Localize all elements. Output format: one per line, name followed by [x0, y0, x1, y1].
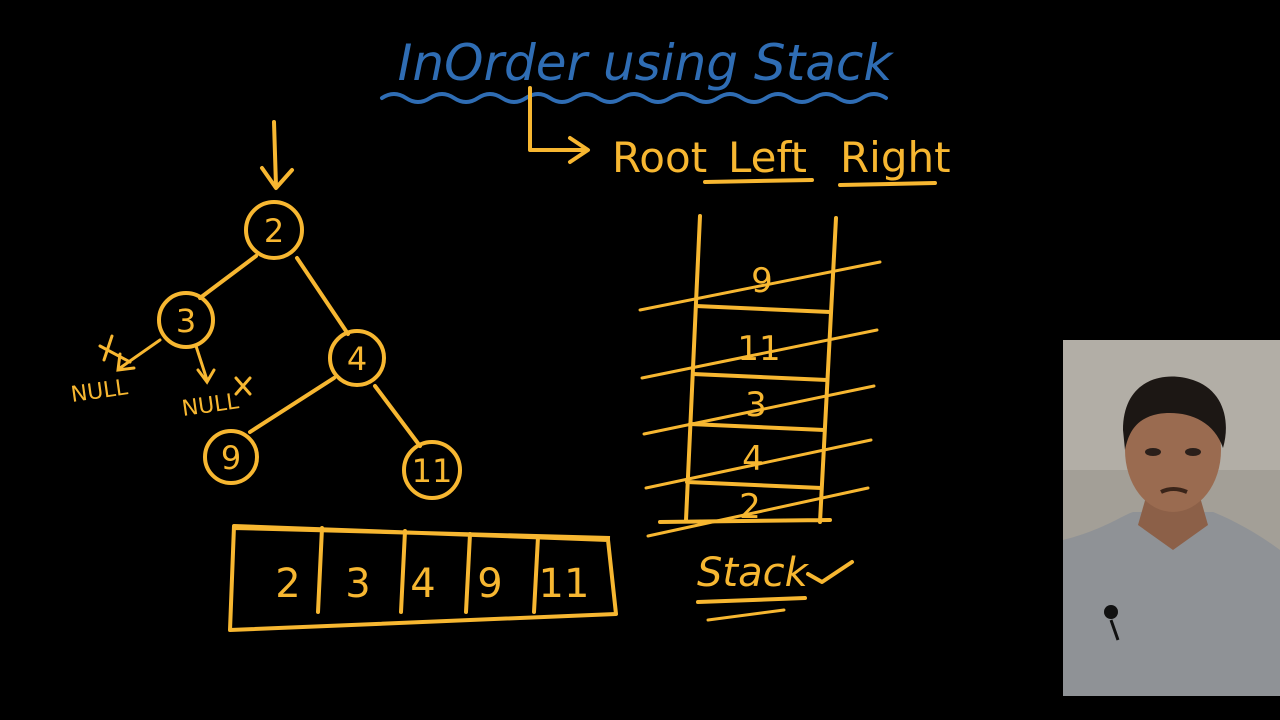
array-divider — [464, 532, 472, 614]
stack-item-strike — [646, 486, 870, 538]
array-cell-value: 3 — [345, 561, 370, 607]
node-value-left: 3 — [176, 302, 196, 340]
left-underline — [703, 178, 814, 184]
stack-divider — [691, 372, 829, 382]
tree-node-right-right: 11 — [402, 440, 462, 500]
array-cell-value: 2 — [275, 561, 300, 607]
stack-item-value: 9 — [751, 261, 773, 301]
tree-node-left: 3 — [157, 291, 215, 349]
stack-item-value: 4 — [742, 439, 764, 479]
stack-item-strike — [644, 438, 873, 490]
tree-node-root: 2 — [244, 200, 304, 260]
node-value-right-right: 11 — [412, 452, 453, 490]
tree-node-right: 4 — [328, 329, 386, 387]
node-value-right-left: 9 — [221, 439, 241, 477]
node-value-right: 4 — [347, 340, 367, 378]
stack-item-strike — [642, 384, 876, 436]
stack-item-value: 3 — [745, 385, 767, 425]
right-underline — [838, 181, 937, 187]
stack-divider — [688, 422, 826, 432]
stack-divider — [685, 480, 823, 490]
presenter-webcam — [1063, 340, 1280, 696]
stack-item-strike — [638, 260, 882, 312]
array-divider — [399, 529, 407, 614]
stack-underline-1 — [696, 596, 807, 604]
presenter-icon — [1063, 340, 1280, 696]
tree-node-right-left: 9 — [203, 429, 259, 485]
stack-item-value: 2 — [739, 487, 761, 527]
order-right-text: Right — [840, 133, 951, 182]
stack-label: Stack — [697, 550, 810, 596]
node-value-root: 2 — [264, 212, 284, 250]
order-root-text: Root — [612, 133, 707, 182]
null-pointers — [98, 334, 216, 385]
array-cell-value: 9 — [477, 561, 502, 607]
title-text: InOrder using Stack — [398, 34, 895, 92]
root-entry-arrow — [260, 120, 294, 190]
stack-item-value: 11 — [737, 329, 780, 369]
array-cell-value: 11 — [539, 561, 590, 607]
title-wavy-underline — [380, 92, 888, 104]
title-arrow — [528, 86, 590, 164]
array-divider — [532, 535, 540, 614]
array-divider — [316, 526, 324, 614]
order-left-text: Left — [728, 133, 807, 182]
stack-item-strike — [640, 328, 879, 380]
stack-divider — [694, 304, 832, 314]
stack-underline-2 — [706, 608, 786, 622]
null-strike-mark — [234, 376, 252, 396]
stack-check-mark — [806, 560, 854, 584]
array-cell-value: 4 — [410, 561, 435, 607]
tree-edges — [198, 254, 422, 448]
stack-container: 9 11 3 4 2 — [638, 214, 882, 538]
